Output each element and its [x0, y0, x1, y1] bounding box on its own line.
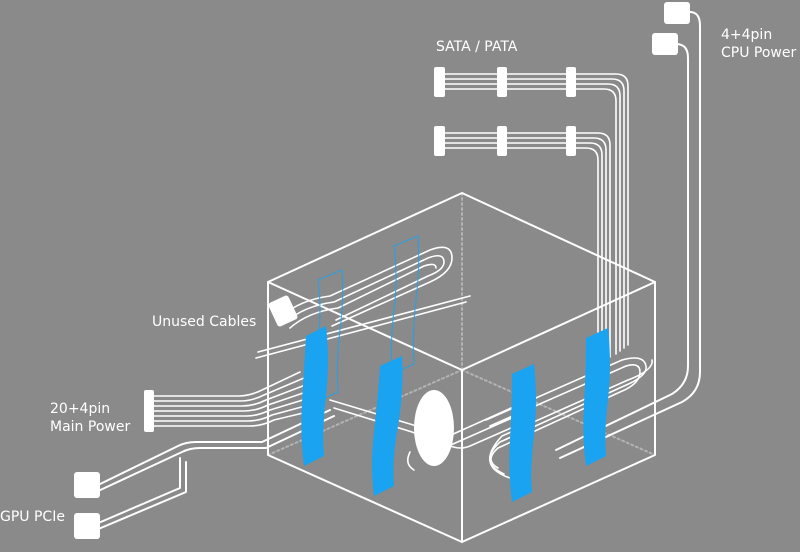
zip-tie: [414, 390, 454, 466]
psu-box: [267, 192, 656, 543]
unused-connector: [268, 295, 298, 327]
back-straps: [314, 235, 420, 403]
strap: [372, 356, 403, 496]
sata-connector: [497, 67, 507, 97]
label-unused-cables: Unused Cables: [152, 314, 257, 330]
cpu-connector: [664, 2, 690, 24]
cpu-power-cable: [555, 2, 701, 459]
gpu-connector: [74, 513, 100, 539]
gpu-pcie-cables: [74, 409, 335, 539]
label-cpu-power: 4+4pin CPU Power: [721, 27, 797, 61]
strap: [583, 328, 610, 466]
sata-connector: [497, 126, 507, 156]
label-main-power: 20+4pin Main Power: [50, 401, 131, 435]
strap: [509, 364, 536, 502]
sata-connector: [434, 126, 445, 156]
label-gpu-pcie: GPU PCIe: [0, 509, 65, 525]
sata-connector: [434, 67, 445, 97]
sata-connector: [566, 126, 576, 156]
main-power-cable: [144, 371, 325, 432]
unused-cables: [255, 246, 471, 359]
gpu-connector: [74, 472, 100, 498]
cpu-connector: [652, 33, 678, 55]
sata-pata-cables: [434, 67, 629, 367]
main-power-connector: [144, 390, 154, 432]
velcro-straps: [301, 326, 610, 502]
label-sata-pata: SATA / PATA: [436, 39, 518, 55]
strap: [301, 326, 328, 466]
sata-connector: [566, 67, 576, 97]
coiled-cables-right: [439, 357, 653, 479]
